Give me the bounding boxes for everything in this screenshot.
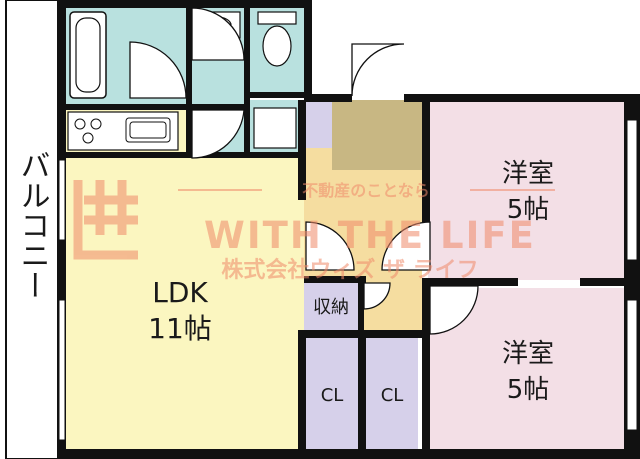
- watermark: 不動産のことなら WITH THE LIFE 株式会社ウィズ ザ ライフ: [73, 180, 555, 283]
- closet-1-floor: [306, 338, 358, 449]
- doors: [129, 7, 479, 335]
- laundry-pan: [253, 107, 297, 149]
- western-room-1-label: 洋室: [502, 159, 554, 189]
- western-room-2-label: 洋室: [502, 339, 554, 369]
- balcony-label: バルコニー: [15, 150, 50, 300]
- western-room-1-size: 5帖: [507, 195, 550, 225]
- storage-floor: [304, 283, 360, 330]
- ldk-size-label: 11帖: [148, 312, 212, 345]
- storage-label: 収納: [313, 297, 349, 318]
- toilet: [257, 11, 297, 67]
- watermark-company: 株式会社ウィズ ザ ライフ: [221, 257, 478, 283]
- entry-floor: [332, 100, 422, 170]
- closet-1-label: CL: [321, 385, 344, 406]
- kitchen-counter: [67, 111, 179, 151]
- watermark-brand: WITH THE LIFE: [204, 214, 536, 257]
- watermark-tagline: 不動産のことなら: [302, 181, 430, 200]
- ldk-label: LDK: [152, 276, 208, 309]
- watermark-logo: [73, 180, 138, 260]
- balcony: [5, 0, 59, 459]
- bathtub: [69, 11, 107, 99]
- western-room-2-size: 5帖: [507, 375, 550, 405]
- closet-2-floor: [366, 338, 418, 449]
- closet-2-label: CL: [381, 385, 404, 406]
- shoe-closet-floor: [304, 100, 332, 148]
- windows: [58, 119, 638, 441]
